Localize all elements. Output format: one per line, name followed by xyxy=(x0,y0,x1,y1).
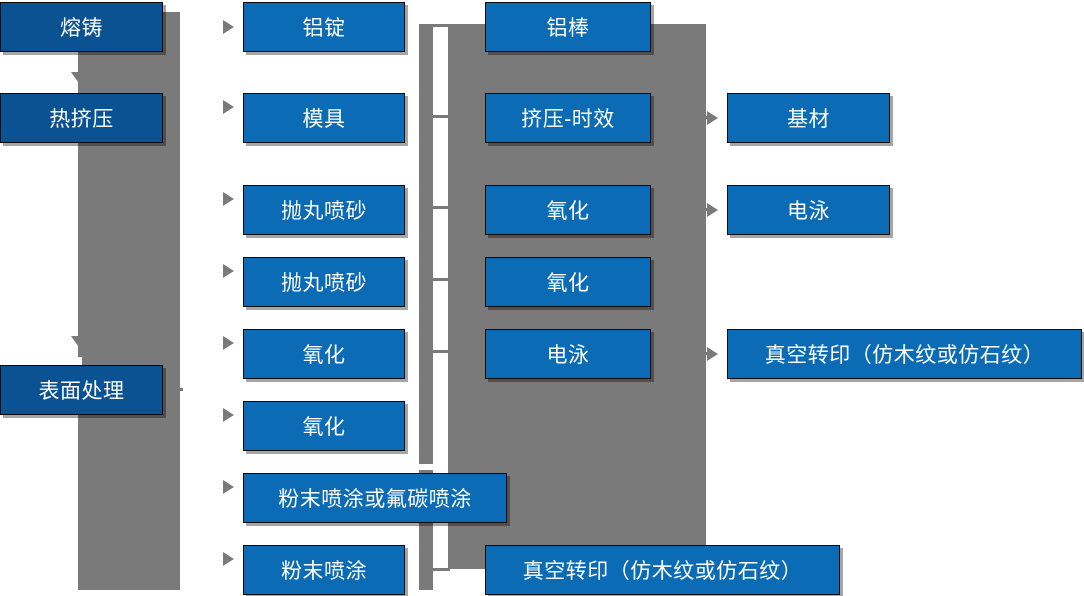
connector-rung-4 xyxy=(433,278,450,281)
process-label: 抛丸喷砂 xyxy=(281,200,367,223)
arrow-trunk-row-7 xyxy=(223,480,234,494)
stage-box-hot-extrusion[interactable]: 热挤压 xyxy=(0,93,163,143)
output-label: 基材 xyxy=(787,108,830,131)
process-box-vacuum-transfer-printing-lower[interactable]: 真空转印（仿木纹或仿石纹） xyxy=(485,545,840,595)
process-label: 氧化 xyxy=(302,344,346,367)
arrow-stage1-to-stage2 xyxy=(71,72,85,82)
connector-rung-1 xyxy=(433,24,450,27)
process-box-powder-or-fluorocarbon-coating[interactable]: 粉末喷涂或氟碳喷涂 xyxy=(243,473,507,523)
output-box-electrophoresis[interactable]: 电泳 xyxy=(727,185,890,235)
arrow-out-1 xyxy=(707,111,718,125)
process-label: 氧化 xyxy=(546,200,590,223)
connector-stage3-stem xyxy=(163,388,183,391)
process-box-oxidation-1[interactable]: 氧化 xyxy=(243,329,405,379)
arrow-trunk-row-2 xyxy=(223,100,234,114)
stage-box-melting-casting[interactable]: 熔铸 xyxy=(0,2,163,52)
arrow-trunk-row-8 xyxy=(223,552,234,566)
connector-rung-6 xyxy=(433,568,450,571)
output-label: 真空转印（仿木纹或仿石纹） xyxy=(764,344,1045,367)
process-label: 粉末喷涂或氟碳喷涂 xyxy=(278,488,472,511)
process-box-aluminum-ingot[interactable]: 铝锭 xyxy=(243,2,405,52)
arrow-trunk-row-1 xyxy=(223,20,234,34)
process-label: 氧化 xyxy=(302,416,346,439)
process-box-aluminum-bar[interactable]: 铝棒 xyxy=(485,2,651,52)
process-label: 氧化 xyxy=(546,272,590,295)
process-box-electrophoresis[interactable]: 电泳 xyxy=(485,329,651,379)
stage-label: 热挤压 xyxy=(49,108,114,131)
process-box-mold[interactable]: 模具 xyxy=(243,93,405,143)
arrow-trunk-row-6 xyxy=(223,408,234,422)
arrow-trunk-row-4 xyxy=(223,264,234,278)
connector-rung-3 xyxy=(433,206,450,209)
process-label: 铝锭 xyxy=(302,17,346,40)
process-label: 电泳 xyxy=(546,344,590,367)
process-label: 抛丸喷砂 xyxy=(281,272,367,295)
process-box-shot-blasting-2[interactable]: 抛丸喷砂 xyxy=(243,257,405,307)
stage-label: 熔铸 xyxy=(60,17,103,40)
output-box-vacuum-transfer-printing[interactable]: 真空转印（仿木纹或仿石纹） xyxy=(727,329,1082,379)
process-box-oxidation-4[interactable]: 氧化 xyxy=(485,257,651,307)
process-label: 粉末喷涂 xyxy=(281,560,367,583)
arrow-trunk-row-3 xyxy=(223,192,234,206)
process-box-oxidation-3[interactable]: 氧化 xyxy=(485,185,651,235)
output-label: 电泳 xyxy=(787,200,830,223)
connector-rung-5 xyxy=(433,350,450,353)
arrow-stage2-to-stage3 xyxy=(71,336,85,346)
connector-mid-rail xyxy=(419,24,433,464)
stage-label: 表面处理 xyxy=(38,380,125,403)
process-label: 模具 xyxy=(302,108,346,131)
stage-box-surface-treatment[interactable]: 表面处理 xyxy=(0,365,163,415)
process-box-oxidation-2[interactable]: 氧化 xyxy=(243,401,405,451)
arrow-out-2 xyxy=(707,203,718,217)
output-box-substrate[interactable]: 基材 xyxy=(727,93,890,143)
arrow-out-3 xyxy=(707,347,718,361)
process-label: 铝棒 xyxy=(546,17,590,40)
process-box-powder-coating[interactable]: 粉末喷涂 xyxy=(243,545,405,595)
process-box-extrusion-aging[interactable]: 挤压-时效 xyxy=(485,93,651,143)
connector-rung-2 xyxy=(433,115,450,118)
arrow-trunk-row-5 xyxy=(223,336,234,350)
process-box-shot-blasting-1[interactable]: 抛丸喷砂 xyxy=(243,185,405,235)
process-label: 真空转印（仿木纹或仿石纹） xyxy=(522,560,803,583)
process-label: 挤压-时效 xyxy=(521,108,615,131)
